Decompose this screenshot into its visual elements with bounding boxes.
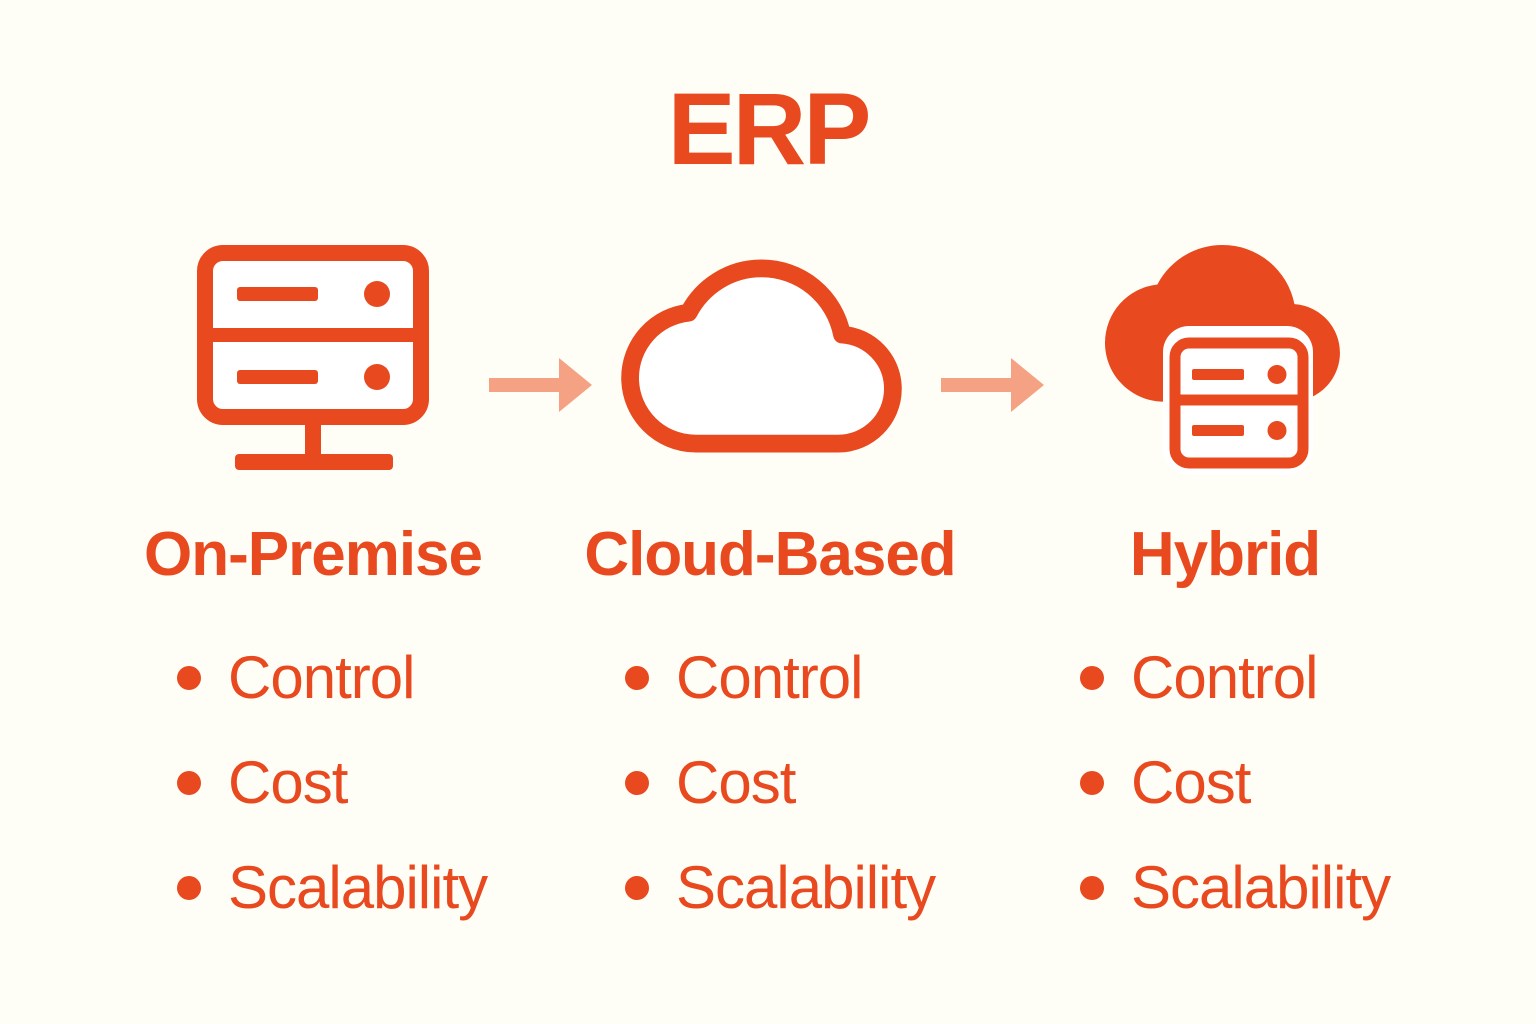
list-item: Cost — [625, 750, 935, 816]
bullet-dot-icon — [177, 771, 201, 795]
bullet-label: Cost — [676, 749, 796, 816]
bullet-dot-icon — [1080, 771, 1104, 795]
column-label-on-premise: On-Premise — [143, 520, 483, 589]
list-item: Scalability — [177, 854, 488, 921]
list-item: Scalability — [625, 854, 936, 921]
bullet-dot-icon — [1080, 666, 1104, 690]
hybrid-cloud-server-icon — [1105, 244, 1340, 475]
list-item: Control — [177, 645, 487, 711]
bullet-dot-icon — [1080, 876, 1104, 900]
cloud-based-bullet-list: Control Cost Scalability — [625, 645, 936, 960]
bullet-label: Control — [1131, 644, 1318, 711]
list-item: Control — [625, 645, 935, 711]
column-label-cloud-based: Cloud-Based — [584, 520, 956, 589]
arrow-right-icon — [941, 358, 1044, 412]
bullet-dot-icon — [625, 666, 649, 690]
bullet-label: Scalability — [676, 854, 936, 921]
arrow-right-icon — [489, 358, 592, 412]
column-label-hybrid: Hybrid — [1129, 520, 1321, 589]
bullet-label: Scalability — [1131, 854, 1391, 921]
bullet-label: Cost — [1131, 749, 1251, 816]
list-item: Cost — [177, 750, 487, 816]
list-item: Scalability — [1080, 854, 1391, 921]
bullet-label: Control — [228, 644, 415, 711]
cloud-icon — [621, 259, 902, 453]
list-item: Control — [1080, 645, 1390, 711]
server-icon — [197, 245, 429, 470]
page-title: ERP — [667, 72, 872, 186]
bullet-label: Control — [676, 644, 863, 711]
bullet-label: Scalability — [228, 854, 488, 921]
bullet-dot-icon — [177, 876, 201, 900]
bullet-dot-icon — [625, 876, 649, 900]
bullet-dot-icon — [625, 771, 649, 795]
bullet-label: Cost — [228, 749, 348, 816]
on-premise-bullet-list: Control Cost Scalability — [177, 645, 488, 960]
bullet-dot-icon — [177, 666, 201, 690]
hybrid-bullet-list: Control Cost Scalability — [1080, 645, 1391, 960]
list-item: Cost — [1080, 750, 1390, 816]
